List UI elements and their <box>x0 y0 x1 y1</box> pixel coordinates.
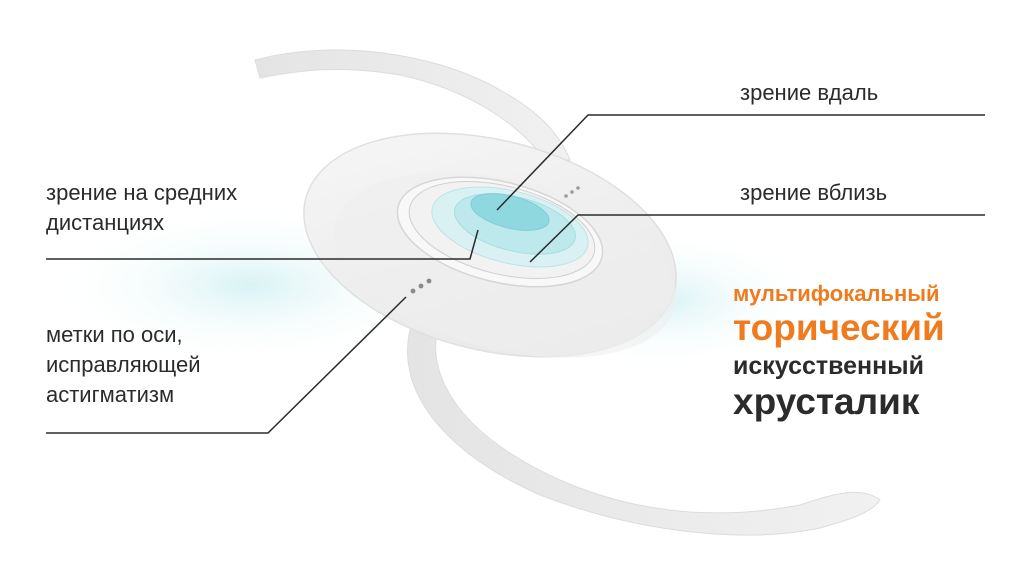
label-marks-line-3: астигматизм <box>46 382 175 407</box>
axis-marks-left <box>410 278 432 294</box>
ring-far-zone <box>470 193 550 231</box>
label-intermediate-vision: зрение на средних дистанциях <box>46 178 237 238</box>
label-marks-line-2: исправляющей <box>46 352 201 377</box>
product-title: мультифокальный торический искусственный… <box>733 281 973 423</box>
label-far-vision: зрение вдаль <box>740 80 879 105</box>
leader-lines <box>46 114 985 434</box>
axis-marks-right <box>564 186 580 198</box>
leader-marks <box>46 296 407 434</box>
leader-near <box>529 214 985 263</box>
label-mid-line-1: зрение на средних <box>46 180 238 205</box>
label-marks-line-1: метки по оси, <box>46 322 183 347</box>
title-line-toric: торический <box>733 307 945 349</box>
title-line-artificial: искусственный <box>733 351 924 380</box>
title-line-lens: хрусталик <box>733 381 920 423</box>
label-near-vision: зрение вблизь <box>740 180 888 205</box>
leader-far <box>496 114 985 211</box>
leader-mid <box>46 229 479 260</box>
label-mid-line-2: дистанциях <box>46 210 165 235</box>
lower-haptic <box>407 319 881 536</box>
title-line-multifocal: мультифокальный <box>733 281 940 306</box>
label-axis-marks: метки по оси, исправляющей астигматизм <box>46 320 200 410</box>
